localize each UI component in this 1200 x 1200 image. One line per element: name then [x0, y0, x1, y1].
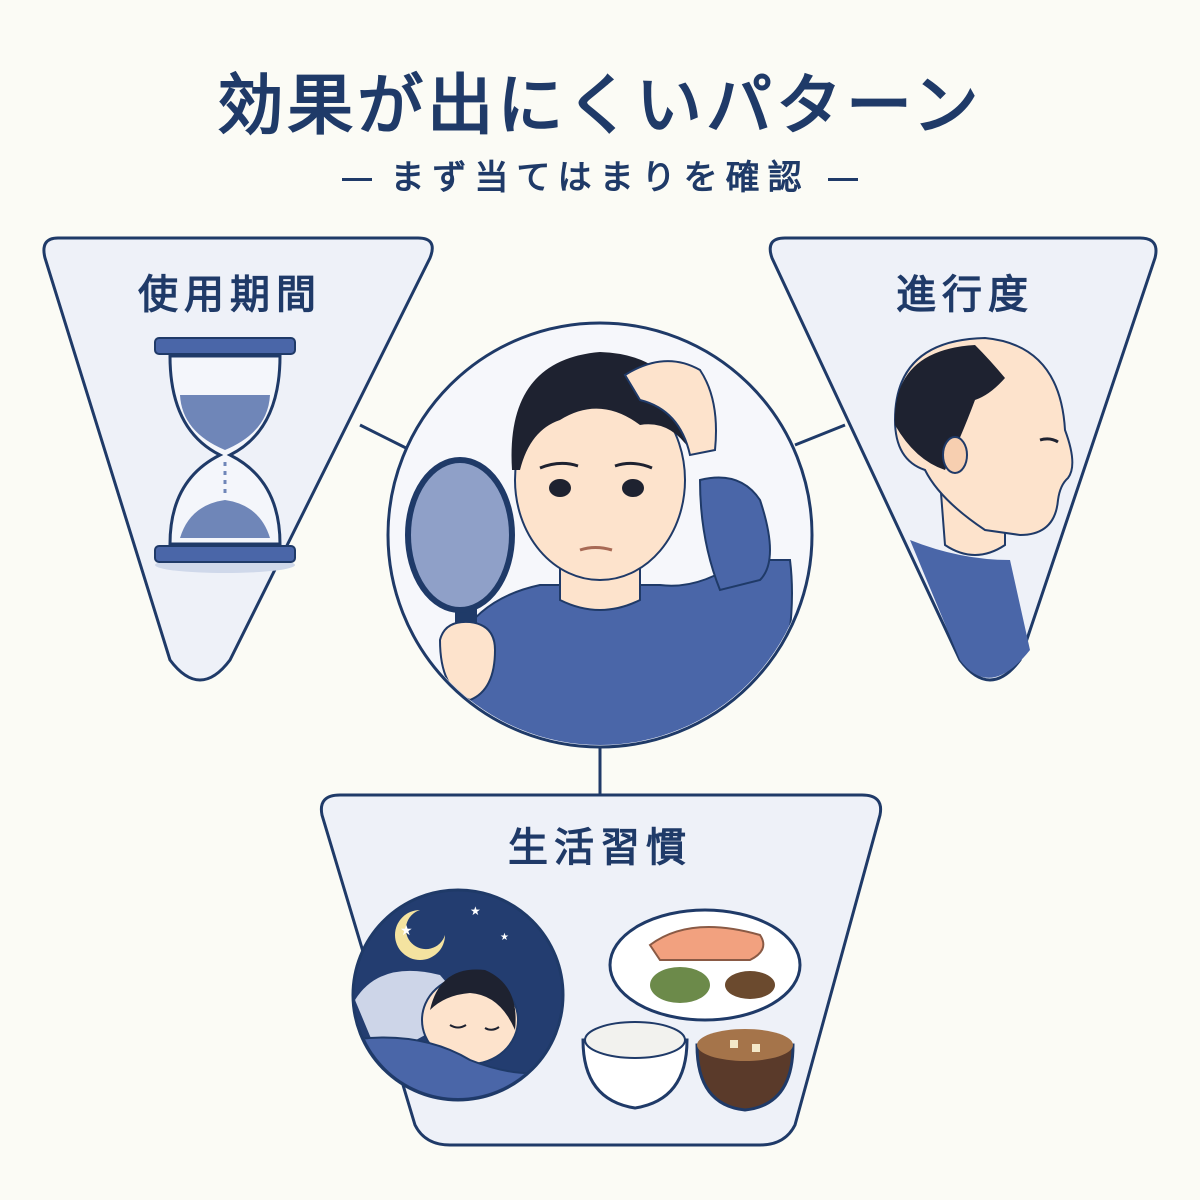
connector-left [359, 423, 411, 452]
man-checking-hair-in-mirror [405, 352, 793, 745]
subtitle-dash-left [342, 178, 373, 181]
subtitle-dash-right [827, 178, 858, 181]
svg-text:★: ★ [470, 904, 481, 918]
subtitle-text: まず当てはまりを確認 [390, 158, 810, 198]
page-subtitle: まず当てはまりを確認 [0, 150, 1200, 199]
receding-hairline-profile [893, 336, 1074, 678]
svg-text:★: ★ [400, 923, 413, 939]
hourglass-icon [154, 337, 296, 573]
lifestyle-label: 生活習慣 [508, 825, 692, 871]
page-title: 効果が出にくいパターン [217, 67, 983, 144]
usage-period-label: 使用期間 [138, 272, 322, 318]
svg-text:★: ★ [500, 932, 509, 943]
meal-icon [581, 908, 802, 1112]
progression-label: 進行度 [896, 272, 1034, 318]
connector-right [794, 423, 846, 447]
